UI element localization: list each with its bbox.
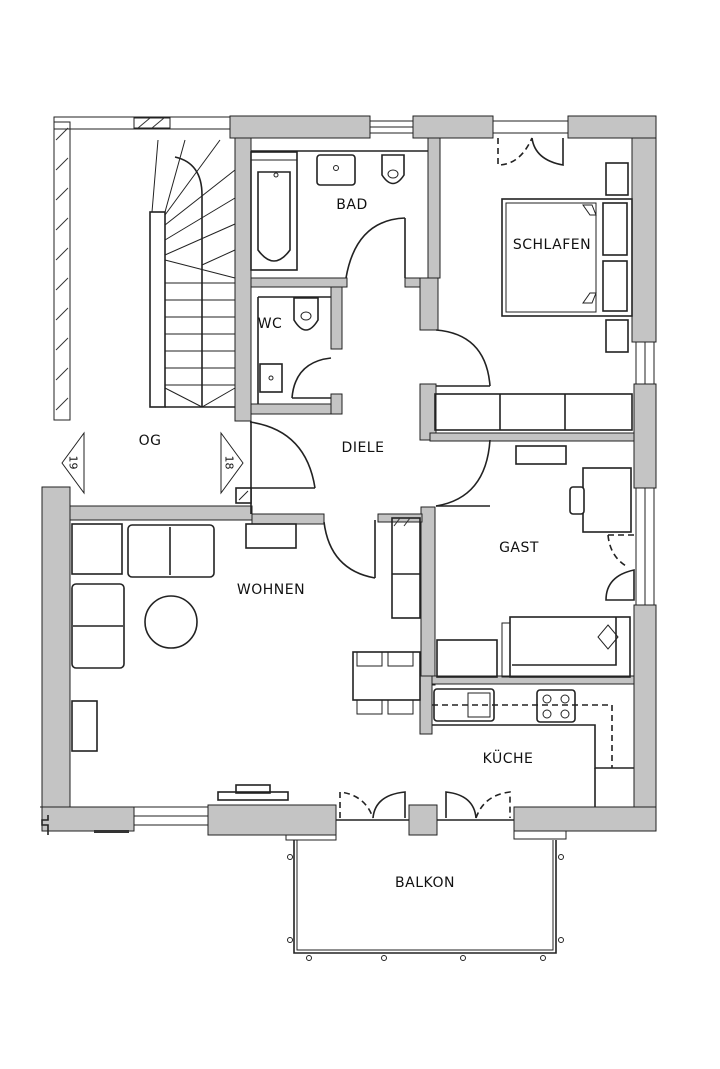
sink-icon [316,154,356,186]
kitchen-fixtures [432,688,634,807]
room-label-diele: DIELE [341,440,385,456]
balcony-doors [336,791,514,821]
living-room-furniture [40,523,421,808]
coffee-table-icon [144,595,198,649]
sofa-icon [127,524,215,578]
chair-icon [569,486,585,515]
stair-marker-18 [220,431,244,495]
bathtub-icon [257,171,291,262]
room-label-balkon: BALKON [395,875,455,891]
bathroom-fixtures [250,150,428,271]
bedroom-furniture [434,137,633,431]
wc-door-swing [291,357,332,399]
armchair-icon [71,583,125,669]
stair-step-18: 18 [222,455,236,470]
toilet-icon [381,154,405,185]
double-bed-icon [501,198,633,317]
staircase [149,139,236,408]
desk-icon [582,467,632,533]
wc-fixtures [257,296,332,404]
hallway-elements [249,421,491,619]
wardrobe-icon [434,393,633,431]
interior-walls [69,137,635,735]
room-label-og: OG [138,433,162,449]
outer-walls [41,115,657,836]
stove-icon [536,689,576,723]
room-label-wc: WC [257,316,283,332]
bedroom-door-swing [435,329,491,387]
wc-sink-icon [259,363,283,393]
room-label-wohnen: WOHNEN [236,582,306,598]
bath-door-swing [345,217,406,279]
room-label-kueche: KÜCHE [482,751,534,767]
guest-room-furniture [436,445,635,678]
room-label-gast: GAST [499,540,539,556]
stair-step-19: 19 [66,455,80,470]
room-label-schlafen: SCHLAFEN [512,237,592,253]
stair-wall-hatching [53,116,231,411]
balcony [285,830,567,961]
wc-toilet-icon [293,297,319,331]
wohnen-door-swing [323,521,376,579]
room-label-bad: BAD [336,197,368,213]
og-door-swing [249,421,316,489]
gast-door-swing [435,439,491,507]
stair-marker-19 [61,431,85,495]
dining-table-icon [352,651,421,701]
single-bed-icon [509,616,631,678]
